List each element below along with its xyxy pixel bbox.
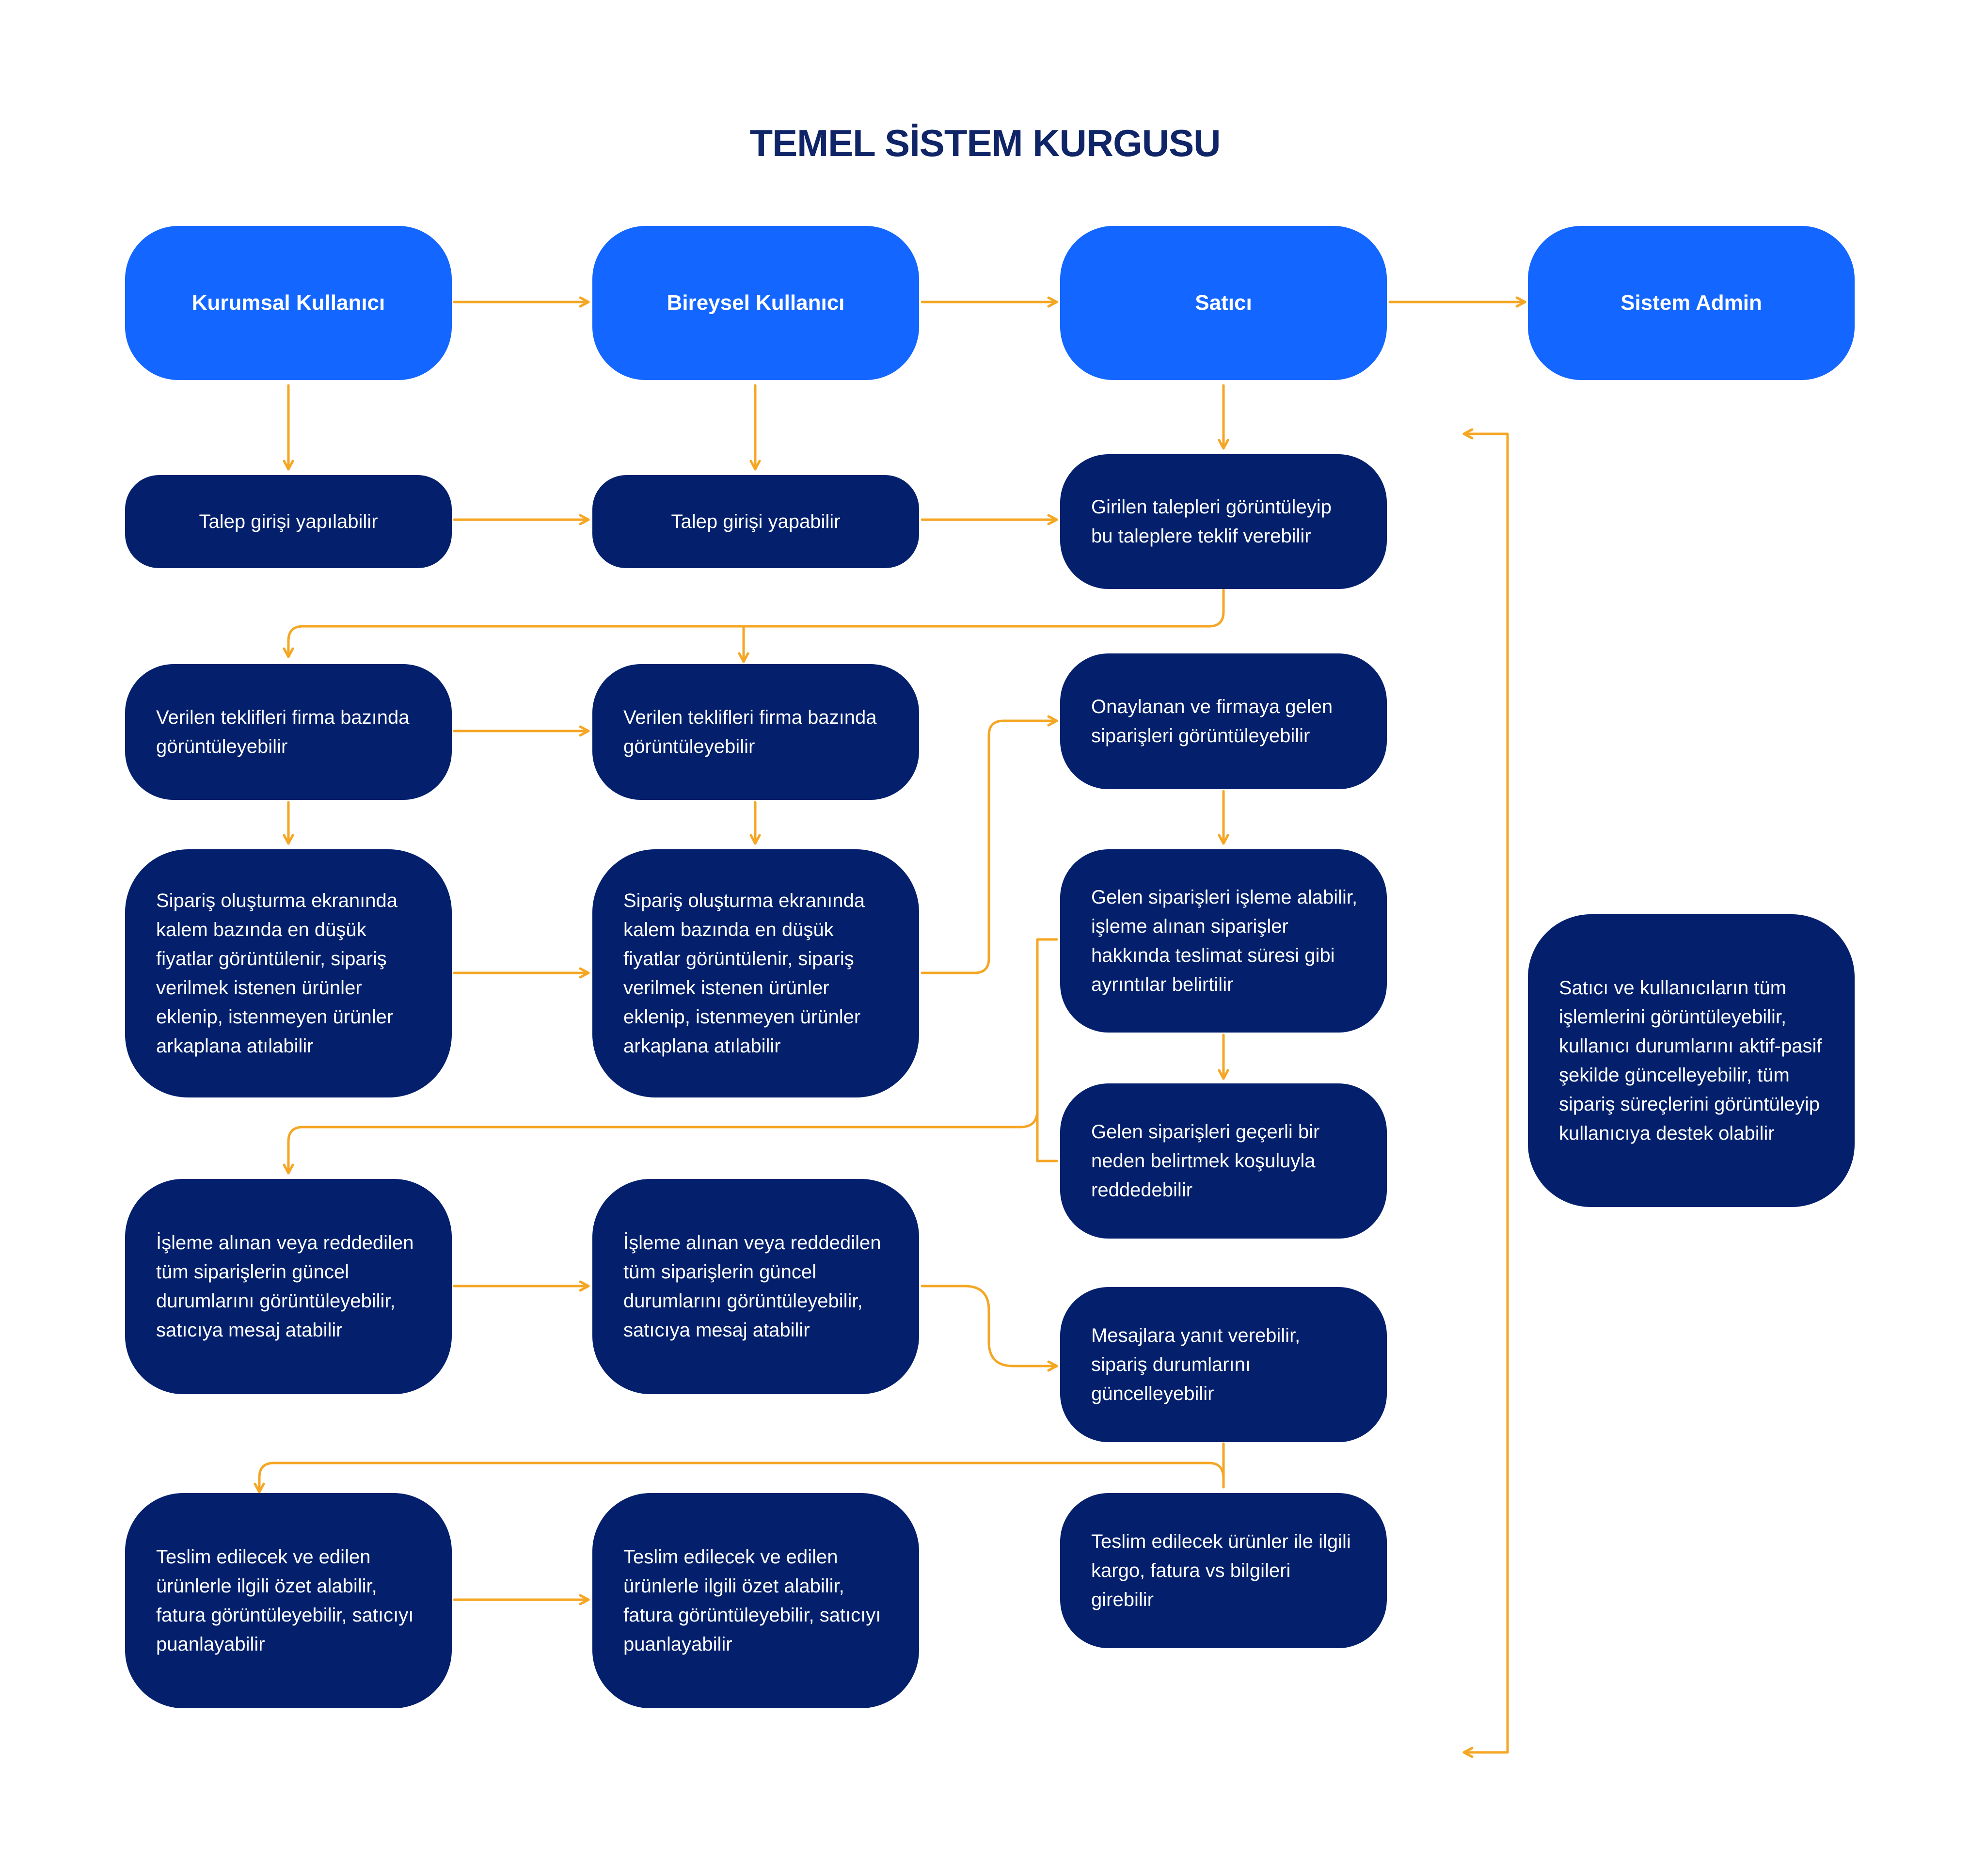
step-text: Talep girişi yapılabilir: [199, 511, 378, 532]
arrow-bdurum-to-smesaj: [921, 1285, 1058, 1372]
role-bireysel-kullanici: Bireysel Kullanıcı: [592, 226, 919, 380]
step-bireysel-talep: Talep girişi yapabilir: [592, 475, 919, 568]
step-kurumsal-teklif: Verilen teklifleri firma bazında görüntü…: [125, 664, 452, 800]
step-text: Onaylanan ve firmaya gelen siparişleri g…: [1091, 696, 1333, 747]
bracket-isleme-red: [1036, 938, 1058, 1162]
step-bireysel-teklif: Verilen teklifleri firma bazında görüntü…: [592, 664, 919, 800]
step-bireysel-durum: İşleme alınan veya reddedilen tüm sipari…: [592, 1179, 919, 1394]
step-text: Verilen teklifleri firma bazında görüntü…: [623, 707, 877, 757]
role-satici: Satıcı: [1060, 226, 1387, 380]
step-bireysel-siparis: Sipariş oluşturma ekranında kalem bazınd…: [592, 849, 919, 1097]
step-kurumsal-durum: İşleme alınan veya reddedilen tüm sipari…: [125, 1179, 452, 1394]
step-text: Teslim edilecek ve edilen ürünlerle ilgi…: [156, 1546, 414, 1655]
step-text: Teslim edilecek ürünler ile ilgili kargo…: [1091, 1531, 1351, 1610]
role-sistem-admin: Sistem Admin: [1528, 226, 1855, 380]
step-satici-mesaj: Mesajlara yanıt verebilir, sipariş durum…: [1060, 1287, 1387, 1442]
step-bireysel-teslim: Teslim edilecek ve edilen ürünlerle ilgi…: [592, 1493, 919, 1708]
step-admin: Satıcı ve kullanıcıların tüm işlemlerini…: [1528, 914, 1855, 1207]
role-label: Satıcı: [1195, 291, 1252, 315]
role-label: Sistem Admin: [1620, 291, 1762, 315]
step-kurumsal-siparis: Sipariş oluşturma ekranında kalem bazınd…: [125, 849, 452, 1097]
step-text: Satıcı ve kullanıcıların tüm işlemlerini…: [1559, 977, 1822, 1144]
step-satici-red: Gelen siparişleri geçerli bir neden beli…: [1060, 1083, 1387, 1239]
step-text: Talep girişi yapabilir: [671, 511, 841, 532]
page-title: TEMEL SİSTEM KURGUSU: [749, 122, 1221, 164]
step-satici-onay: Onaylanan ve firmaya gelen siparişleri g…: [1060, 653, 1387, 789]
step-text: Gelen siparişleri geçerli bir neden beli…: [1091, 1121, 1320, 1201]
step-text: İşleme alınan veya reddedilen tüm sipari…: [623, 1232, 881, 1341]
step-satici-kargo: Teslim edilecek ürünler ile ilgili kargo…: [1060, 1493, 1387, 1648]
step-text: Verilen teklifleri firma bazında görüntü…: [156, 707, 410, 757]
role-label: Bireysel Kullanıcı: [667, 291, 845, 315]
step-kurumsal-teslim: Teslim edilecek ve edilen ürünlerle ilgi…: [125, 1493, 452, 1708]
step-text: Sipariş oluşturma ekranında kalem bazınd…: [156, 890, 398, 1057]
step-kurumsal-talep: Talep girişi yapılabilir: [125, 475, 452, 568]
role-kurumsal-kullanici: Kurumsal Kullanıcı: [125, 226, 452, 380]
step-text: İşleme alınan veya reddedilen tüm sipari…: [156, 1232, 414, 1341]
step-text: Mesajlara yanıt verebilir, sipariş durum…: [1091, 1325, 1301, 1404]
step-text: Gelen siparişleri işleme alabilir, işlem…: [1091, 887, 1358, 995]
role-label: Kurumsal Kullanıcı: [191, 291, 385, 315]
step-satici-talep: Girilen talepleri görüntüleyip bu talepl…: [1060, 454, 1387, 589]
arrow-satici-to-kdurum: [283, 1109, 1039, 1175]
step-text: Teslim edilecek ve edilen ürünlerle ilgi…: [623, 1546, 881, 1655]
arrow-smesaj-to-kteslim: [259, 1442, 1225, 1492]
arrow-bsiparis-to-sonay: [921, 715, 1058, 974]
step-text: Sipariş oluşturma ekranında kalem bazınd…: [623, 890, 865, 1057]
arrow-stalep-to-teklif: [283, 588, 1225, 658]
step-text: Girilen talepleri görüntüleyip bu talepl…: [1091, 496, 1332, 547]
step-satici-isleme: Gelen siparişleri işleme alabilir, işlem…: [1060, 849, 1387, 1033]
